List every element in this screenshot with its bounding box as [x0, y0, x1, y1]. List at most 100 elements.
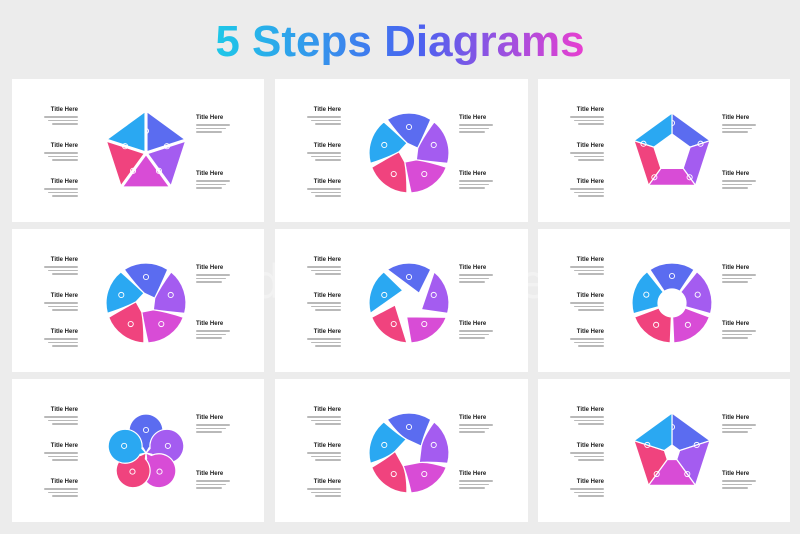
- text-placeholder-line: [315, 195, 341, 197]
- step-label: Title Here: [544, 179, 604, 197]
- step-label: Title Here: [722, 471, 782, 489]
- text-placeholder-line: [48, 419, 78, 421]
- chart-icon: [167, 291, 174, 299]
- text-placeholder-line: [578, 495, 604, 497]
- step-label: Title Here: [18, 479, 78, 497]
- step-title: Title Here: [50, 329, 78, 335]
- step-label: Title Here: [281, 293, 341, 311]
- text-placeholder-line: [578, 459, 604, 461]
- step-title: Title Here: [313, 257, 341, 263]
- text-placeholder-line: [574, 269, 604, 271]
- tag-icon: [122, 143, 129, 150]
- step-label: Title Here: [281, 107, 341, 125]
- tag-icon: [381, 441, 388, 449]
- step-title: Title Here: [576, 329, 604, 335]
- step-title: Title Here: [196, 265, 224, 271]
- step-label: Title Here: [544, 107, 604, 125]
- arrow-pie-diagram-graphic: [368, 262, 450, 344]
- step-title: Title Here: [313, 329, 341, 335]
- tag-icon: [640, 140, 647, 147]
- gear-icon: [405, 423, 413, 431]
- text-placeholder-line: [48, 491, 78, 493]
- step-label: Title Here: [459, 115, 519, 133]
- gear-icon: [142, 273, 150, 281]
- chart-icon: [430, 291, 437, 299]
- text-placeholder-line: [196, 333, 226, 335]
- step-label: Title Here: [196, 471, 256, 489]
- text-placeholder-line: [574, 419, 604, 421]
- step-label: Title Here: [544, 257, 604, 275]
- step-title: Title Here: [722, 415, 750, 421]
- text-placeholder-line: [44, 302, 78, 304]
- text-placeholder-line: [570, 152, 604, 154]
- step-title: Title Here: [576, 257, 604, 263]
- text-placeholder-line: [570, 416, 604, 418]
- step-title: Title Here: [313, 479, 341, 485]
- step-title: Title Here: [313, 293, 341, 299]
- text-placeholder-line: [722, 487, 748, 489]
- step-title: Title Here: [576, 443, 604, 449]
- step-label: Title Here: [459, 171, 519, 189]
- step-label: Title Here: [281, 329, 341, 347]
- text-placeholder-line: [307, 188, 341, 190]
- text-placeholder-line: [722, 124, 756, 126]
- diagram-segment: [633, 307, 673, 344]
- step-label: Title Here: [18, 143, 78, 161]
- text-placeholder-line: [722, 274, 756, 276]
- text-placeholder-line: [307, 416, 341, 418]
- text-placeholder-line: [315, 345, 341, 347]
- tag-icon: [381, 141, 388, 149]
- pie-icon: [130, 167, 137, 174]
- text-placeholder-line: [315, 273, 341, 275]
- step-label: Title Here: [18, 179, 78, 197]
- swirl-ring-diagram-graphic: [368, 112, 450, 194]
- diagram-segment: [386, 262, 432, 295]
- step-label: Title Here: [722, 265, 782, 283]
- tag-icon: [118, 291, 125, 299]
- text-placeholder-line: [52, 345, 78, 347]
- text-placeholder-line: [574, 305, 604, 307]
- text-placeholder-line: [196, 187, 222, 189]
- chart-icon: [163, 143, 170, 150]
- step-label: Title Here: [196, 265, 256, 283]
- gear-icon: [142, 426, 150, 434]
- diagram-segment: [121, 153, 171, 188]
- step-label: Title Here: [544, 407, 604, 425]
- step-title: Title Here: [196, 115, 224, 121]
- person-icon: [421, 320, 428, 328]
- text-placeholder-line: [459, 127, 489, 129]
- person-icon: [156, 468, 163, 475]
- text-placeholder-line: [307, 488, 341, 490]
- text-placeholder-line: [459, 124, 493, 126]
- diagram-segment: [105, 140, 146, 188]
- step-title: Title Here: [50, 443, 78, 449]
- text-placeholder-line: [52, 495, 78, 497]
- person-icon: [158, 320, 165, 328]
- text-placeholder-line: [570, 452, 604, 454]
- text-placeholder-line: [311, 269, 341, 271]
- text-placeholder-line: [311, 491, 341, 493]
- tag-icon: [381, 291, 388, 299]
- text-placeholder-line: [722, 333, 752, 335]
- diagram-segment: [105, 110, 146, 153]
- text-placeholder-line: [196, 427, 226, 429]
- text-placeholder-line: [574, 491, 604, 493]
- text-placeholder-line: [52, 459, 78, 461]
- text-placeholder-line: [196, 431, 222, 433]
- step-title: Title Here: [722, 471, 750, 477]
- text-placeholder-line: [196, 480, 230, 482]
- step-title: Title Here: [50, 107, 78, 113]
- text-placeholder-line: [48, 191, 78, 193]
- text-placeholder-line: [196, 424, 230, 426]
- diagram-segment: [123, 262, 169, 299]
- text-placeholder-line: [44, 116, 78, 118]
- text-placeholder-line: [311, 191, 341, 193]
- diagram-segment: [370, 304, 408, 344]
- step-title: Title Here: [459, 171, 487, 177]
- text-placeholder-line: [722, 427, 752, 429]
- step-label: Title Here: [544, 293, 604, 311]
